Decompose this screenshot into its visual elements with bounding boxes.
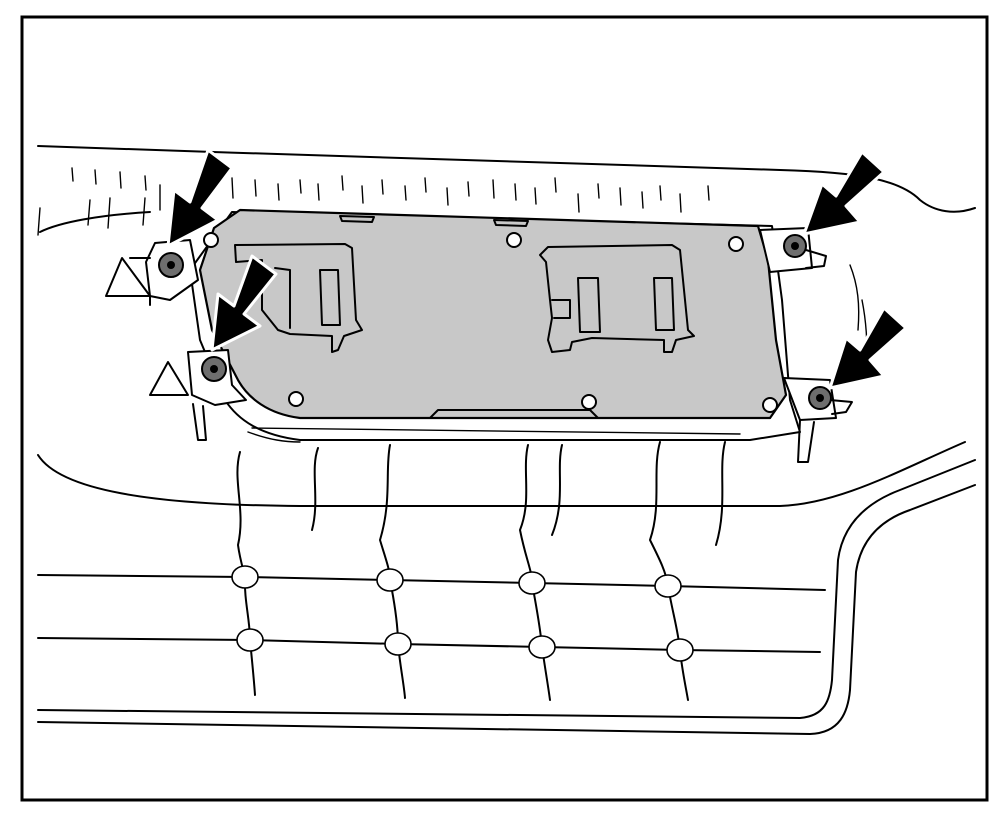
clip-housing-right	[539, 244, 695, 353]
arrow-icon	[166, 148, 908, 390]
quilting-grid	[37, 441, 826, 701]
quilt-node	[236, 628, 264, 652]
seat-trim-background	[37, 145, 976, 735]
quilt-node	[231, 565, 259, 589]
torx-screw-icon	[158, 234, 832, 410]
mounting-tab-upper-left	[105, 239, 199, 306]
screw-boss	[203, 232, 778, 413]
quilt-node	[376, 568, 404, 592]
control-module	[105, 208, 853, 463]
quilt-node	[654, 574, 682, 598]
quilt-node	[384, 632, 412, 656]
module-body	[198, 208, 788, 420]
stitch-marks	[37, 167, 710, 236]
quilt-node	[666, 638, 694, 662]
quilt-node	[518, 571, 546, 595]
quilt-node	[528, 635, 556, 659]
figure-frame	[20, 15, 989, 802]
